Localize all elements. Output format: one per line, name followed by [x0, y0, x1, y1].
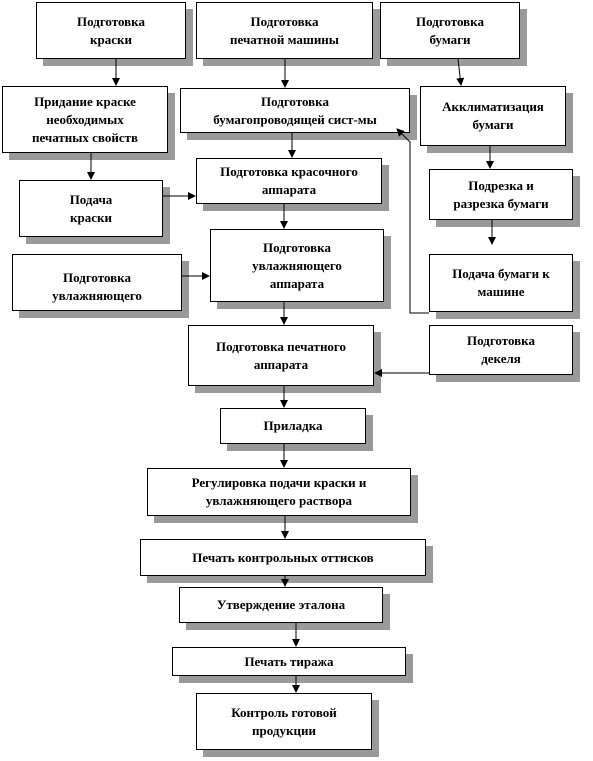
node-prepare-ink: Подготовка краски — [36, 2, 186, 59]
node-prepare-paper: Подготовка бумаги — [380, 2, 520, 59]
node-prepare-dampening-unit: Подготовка увлажняющего аппарата — [210, 229, 384, 302]
node-prepare-inking-unit: Подготовка красочного аппарата — [196, 158, 382, 204]
node-prepare-feeder: Подготовка бумагопроводящей сист-мы — [180, 88, 410, 133]
arrow-paperfeed-to-feeder — [396, 128, 429, 314]
node-ink-properties: Придание краске необходимых печатных сво… — [2, 86, 168, 153]
node-prepare-press: Подготовка печатной машины — [196, 2, 373, 59]
node-print-run: Печать тиража — [172, 647, 406, 676]
node-approve-standard: Утверждение эталона — [179, 587, 383, 623]
node-paper-acclimatization: Акклиматизация бумаги — [420, 86, 566, 146]
node-prepare-dampening-solution: Подготовка увлажняющего раствора — [12, 254, 182, 311]
node-paper-cutting: Подрезка и разрезка бумаги — [429, 169, 573, 220]
node-paper-feed: Подача бумаги к машине — [429, 254, 573, 312]
node-prepare-packing: Подготовка декеля — [429, 325, 573, 375]
node-feed-regulation: Регулировка подачи краски и увлажняющего… — [147, 468, 411, 516]
node-ink-feed: Подача краски — [19, 180, 163, 237]
node-makeready: Приладка — [220, 408, 366, 444]
node-proof-printing: Печать контрольных оттисков — [140, 539, 426, 576]
arrow-paper-to-acclim — [456, 58, 465, 86]
node-quality-control: Контроль готовой продукции — [196, 693, 372, 750]
node-prepare-printing-unit: Подготовка печатного аппарата — [188, 325, 374, 386]
